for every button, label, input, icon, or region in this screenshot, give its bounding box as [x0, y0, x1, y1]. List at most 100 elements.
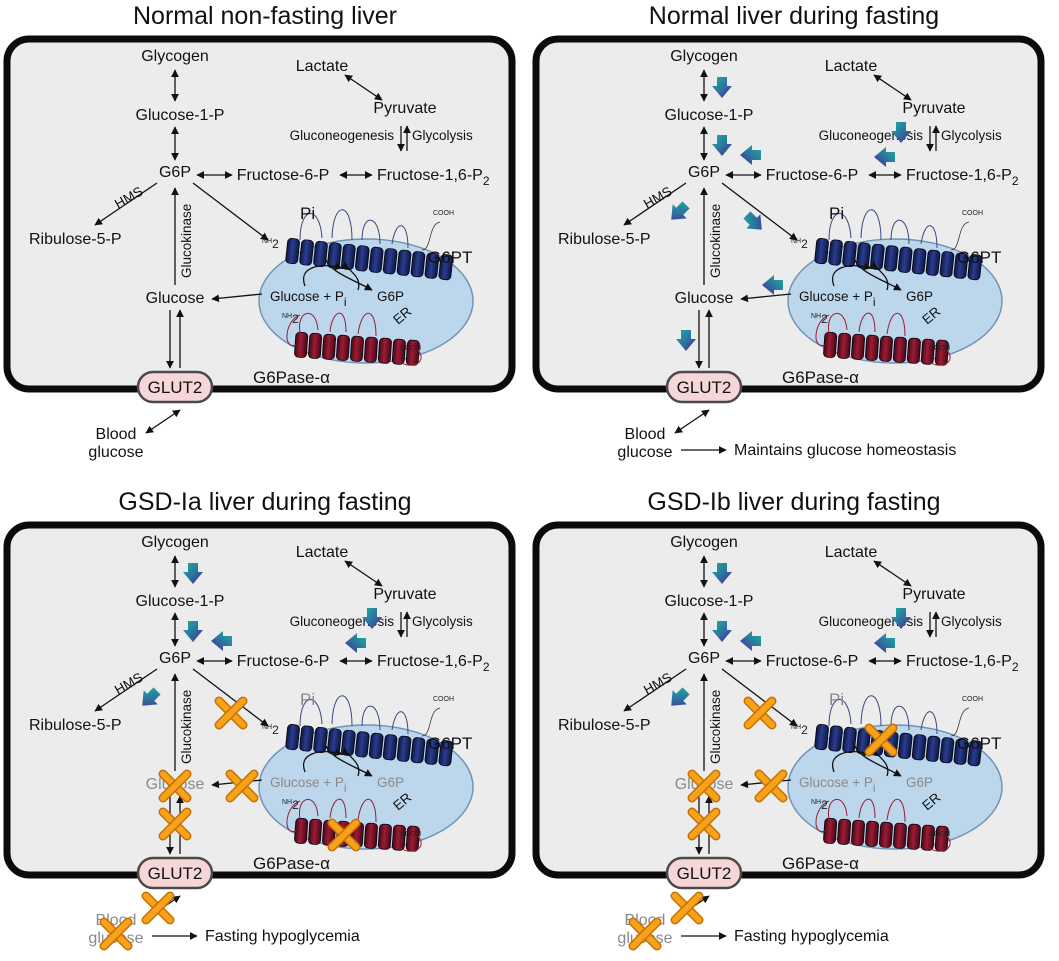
glycolysis-label: Glycolysis [941, 128, 1002, 143]
g6pase-alpha-label: G6Pase-α [782, 854, 859, 873]
blocked-glucose-release-icon [754, 769, 788, 803]
glucose-label: Glucose [675, 290, 734, 307]
arrow-lactate-pyruvate [873, 74, 912, 101]
panel-title: Normal liver during fasting [649, 2, 939, 30]
arrow-g6p-to-g6pt [192, 668, 269, 727]
pyruvate-label: Pyruvate [373, 100, 436, 117]
blocked-glucose-release-icon [225, 769, 259, 803]
gluconeogenesis-label: Gluconeogenesis [819, 128, 924, 143]
regulation-arrow-gluconeogenesis [891, 122, 911, 143]
g6pt-loops [299, 695, 409, 735]
regulation-arrow-fructose-bisphosphate-to-fructose-6-p [874, 633, 895, 653]
regulation-arrow-glycogen-breakdown [712, 563, 732, 584]
g6pase-alpha-label: G6Pase-α [782, 368, 859, 387]
regulation-arrow-hms-reduced [142, 687, 161, 706]
g6pase-cooh-label: COOH [400, 345, 421, 352]
lactate-label: Lactate [296, 544, 349, 561]
outcome-label: Fasting hypoglycemia [734, 928, 889, 945]
blood-label: Blood [625, 426, 666, 443]
g6pt-label: G6PT [957, 248, 1001, 267]
lactate-label: Lactate [825, 58, 878, 75]
arrow-er-cycle [302, 262, 343, 287]
regulation-arrow-fructose-6-p-to-g6p [740, 145, 761, 165]
arrow-g6p-to-g6pt [192, 182, 269, 241]
regulation-arrow-glycogen-breakdown [183, 563, 203, 584]
g6pt-loops [828, 695, 938, 735]
g6pase-cooh-label: COOH [929, 831, 950, 838]
g6pt-transporter [814, 723, 983, 767]
g6pase-loops [298, 798, 377, 823]
arrow-er-glucose-out [740, 293, 792, 303]
blocked-g6p-transport-icon [743, 696, 777, 730]
panel-title: GSD-Ib liver during fasting [647, 488, 940, 516]
ribulose-5-p-label: Ribulose-5-P [558, 231, 650, 248]
glut2-transporter [136, 856, 214, 890]
blocked-g6p-transport-icon [214, 696, 248, 730]
glut2-label: GLUT2 [677, 378, 732, 397]
arrow-g6p-to-g6pt [721, 668, 798, 727]
arrow-g6p-ribulose [94, 668, 158, 712]
arrow-pi-out [341, 261, 360, 291]
glut2-transporter [136, 370, 214, 404]
er-g6p-label: G6P [377, 775, 404, 790]
pyruvate-label: Pyruvate [902, 586, 965, 603]
glycolysis-label: Glycolysis [412, 614, 473, 629]
pyruvate-label: Pyruvate [373, 586, 436, 603]
blocked-glucose-icon [158, 769, 192, 803]
arrow-g6p-to-g6pt [721, 182, 798, 241]
outcome-label: Maintains glucose homeostasis [734, 442, 956, 459]
fructose-6-p-label: Fructose-6-P [237, 653, 329, 670]
glut2-transporter [665, 856, 743, 890]
gluconeogenesis-label: Gluconeogenesis [290, 128, 395, 143]
blocked-blood-glucose-icon [99, 917, 133, 951]
glucokinase-label: Glucokinase [708, 690, 723, 764]
glucose-1-p-label: Glucose-1-P [136, 107, 225, 124]
regulation-arrow-hms-reduced [671, 201, 690, 220]
panel-title: GSD-Ia liver during fasting [118, 488, 411, 516]
regulation-arrow-glucose-1-p-to-g6p [712, 621, 732, 642]
er-g6p-label: G6P [906, 289, 933, 304]
glycogen-label: Glycogen [141, 48, 209, 65]
glut2-label: GLUT2 [148, 864, 203, 883]
pyruvate-label: Pyruvate [902, 100, 965, 117]
regulation-arrow-hms-reduced [671, 687, 690, 706]
regulation-arrow-fructose-bisphosphate-to-fructose-6-p [345, 633, 366, 653]
er-g6p-label: G6P [906, 775, 933, 790]
fructose-bisphosphate-label: Fructose-1,6-P2 [377, 167, 490, 188]
g6pase-alpha-label: G6Pase-α [253, 854, 330, 873]
fructose-6-p-label: Fructose-6-P [237, 167, 329, 184]
g6pt-cooh-label: COOH [962, 210, 983, 217]
blocked-blood-glucose-exchange-icon [141, 891, 175, 925]
gluconeogenesis-label: Gluconeogenesis [290, 614, 395, 629]
panel-title: Normal non-fasting liver [133, 2, 397, 30]
fructose-bisphosphate-label: Fructose-1,6-P2 [377, 653, 490, 674]
g6pase-alpha-enzyme [294, 331, 420, 366]
fructose-6-p-label: Fructose-6-P [766, 653, 858, 670]
arrow-blood-glut2 [674, 409, 710, 434]
fructose-6-p-label: Fructose-6-P [766, 167, 858, 184]
lactate-label: Lactate [296, 58, 349, 75]
glucokinase-label: Glucokinase [179, 690, 194, 764]
arrow-er-cycle [302, 748, 343, 773]
blood-glucose-label: glucose [617, 444, 672, 461]
regulation-arrow-glucose-1-p-to-g6p [712, 135, 732, 156]
g6pt-cooh-label: COOH [433, 210, 454, 217]
glut2-transporter [665, 370, 743, 404]
pi-label: Pi [300, 204, 315, 223]
glut2-label: GLUT2 [148, 378, 203, 397]
g6p-label: G6P [688, 650, 720, 667]
glut2-label: GLUT2 [677, 864, 732, 883]
arrow-lactate-pyruvate [344, 74, 383, 101]
arrow-g6p-ribulose [623, 182, 687, 226]
g6pt-transporter [285, 237, 454, 281]
glycogen-label: Glycogen [670, 48, 738, 65]
g6pase-cooh-label: COOH [929, 345, 950, 352]
g6pase-loops [827, 312, 906, 337]
g6pt-label: G6PT [957, 734, 1001, 753]
g6pase-loops [298, 312, 377, 337]
blocked-glucose-icon [687, 769, 721, 803]
g6pt-transporter [285, 723, 454, 767]
